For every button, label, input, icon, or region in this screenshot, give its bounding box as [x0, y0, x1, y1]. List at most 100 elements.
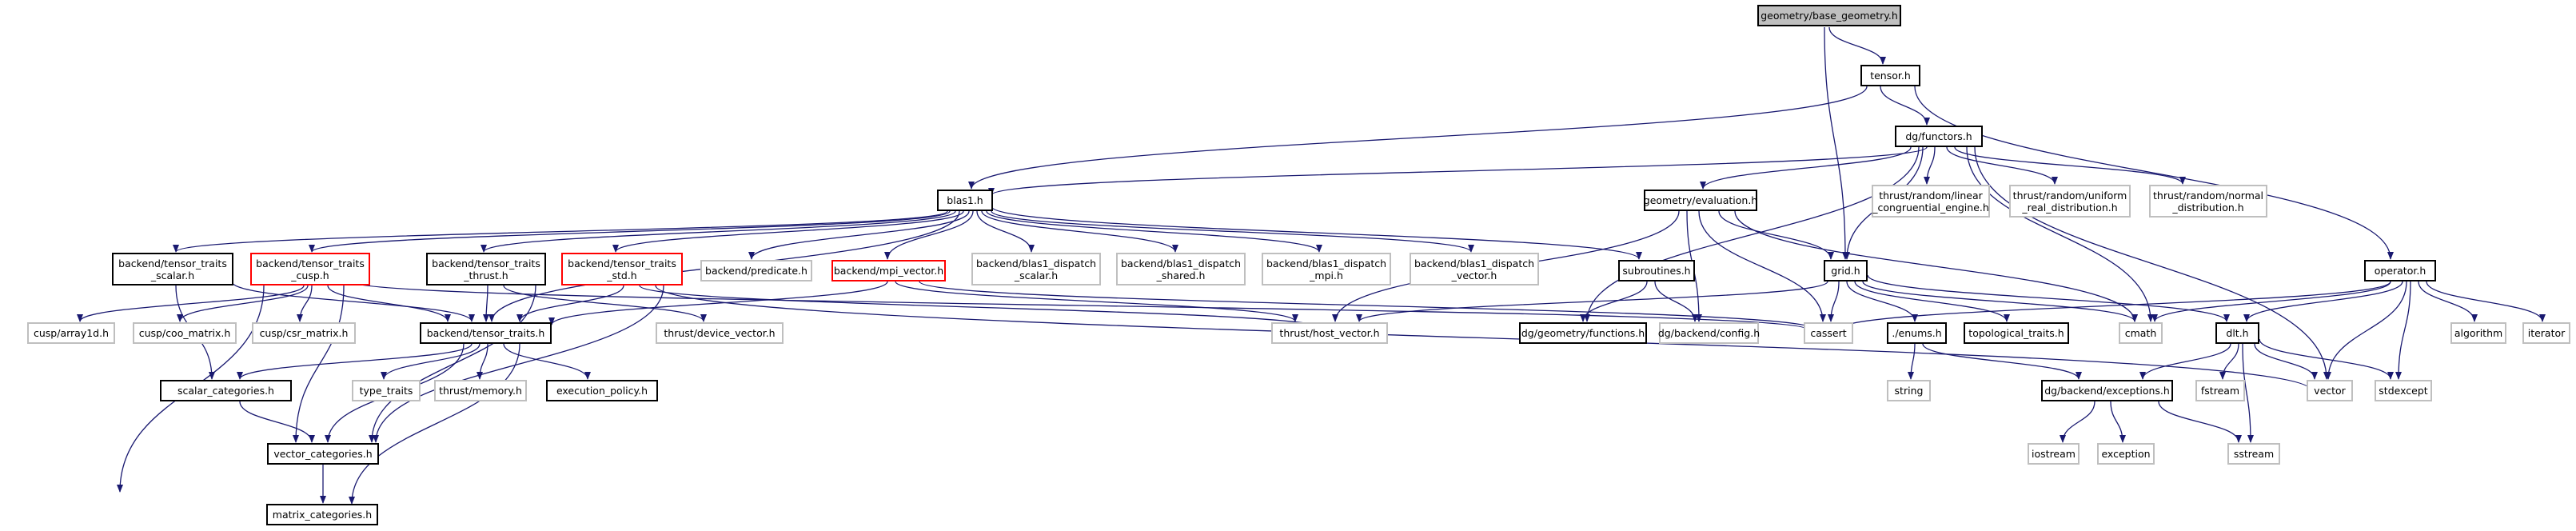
include-edge	[1914, 86, 2394, 260]
include-edge	[516, 285, 624, 322]
node-thrust-host-vector: thrust/host_vector.h	[1271, 322, 1388, 344]
node-algorithm: algorithm	[2450, 322, 2506, 344]
node-blas1-dispatch-vector: backend/blas1_dispatch _vector.h	[1410, 253, 1539, 285]
include-edge	[1828, 26, 1886, 65]
node-blas1-dispatch-shared: backend/blas1_dispatch _shared.h	[1116, 253, 1246, 285]
include-edge	[976, 210, 1035, 253]
node-grid[interactable]: grid.h	[1824, 260, 1868, 281]
include-edge	[297, 285, 313, 322]
node-backend-predicate: backend/predicate.h	[700, 260, 812, 281]
include-edge	[639, 285, 1330, 330]
include-edge	[919, 281, 1818, 330]
include-edge	[503, 285, 707, 322]
node-sstream: sstream	[2227, 443, 2280, 465]
dependency-edges	[77, 26, 2546, 505]
include-edge	[1846, 281, 1918, 322]
include-edge	[1356, 281, 1828, 322]
node-thrust-device-vector: thrust/device_vector.h	[656, 322, 784, 344]
node-geometry-evaluation[interactable]: geometry/evaluation.h	[1644, 190, 1757, 211]
include-edge	[2395, 281, 2411, 380]
node-tensor-traits-cusp[interactable]: backend/tensor_traits _cusp.h	[250, 253, 370, 285]
node-backend-config: dg/backend/config.h	[1658, 322, 1760, 344]
node-execution-policy[interactable]: execution_policy.h	[546, 380, 658, 401]
include-edge	[748, 210, 970, 260]
node-vector-categories[interactable]: vector_categories.h	[267, 443, 379, 465]
include-edge	[2151, 281, 2391, 322]
include-edge	[548, 281, 888, 325]
node-blas1[interactable]: blas1.h	[937, 190, 993, 211]
include-edge	[2426, 281, 2546, 322]
node-cassert: cassert	[1804, 322, 1853, 344]
node-functors[interactable]: dg/functors.h	[1895, 126, 1983, 147]
node-tensor-traits-scalar[interactable]: backend/tensor_traits _scalar.h	[112, 253, 233, 285]
node-tensor-traits-thrust[interactable]: backend/tensor_traits _thrust.h	[426, 253, 546, 285]
node-tensor-traits-std[interactable]: backend/tensor_traits _std.h	[561, 253, 683, 285]
include-edge	[1908, 343, 1916, 380]
include-edge	[1836, 281, 2391, 330]
include-edge	[895, 281, 1298, 322]
node-subroutines[interactable]: subroutines.h	[1618, 260, 1695, 281]
node-type-traits: type_traits	[352, 380, 421, 401]
include-edge	[1718, 210, 1834, 260]
node-tensor[interactable]: tensor.h	[1860, 65, 1920, 86]
node-mpi-vector[interactable]: backend/mpi_vector.h	[831, 260, 946, 281]
node-base-geometry: geometry/base_geometry.h	[1757, 5, 1901, 26]
include-edge	[503, 343, 591, 380]
node-dlt[interactable]: dlt.h	[2215, 322, 2259, 344]
node-tensor-traits[interactable]: backend/tensor_traits.h	[420, 322, 552, 344]
include-edge	[1974, 146, 2330, 380]
include-edge	[2325, 281, 2407, 380]
node-vector: vector	[2307, 380, 2353, 401]
include-edge	[231, 281, 475, 322]
include-edge	[77, 285, 305, 322]
include-edge	[309, 210, 951, 253]
include-edge	[237, 343, 473, 380]
node-matrix-categories[interactable]: matrix_categories.h	[266, 504, 378, 525]
include-edge	[884, 210, 974, 260]
include-edge	[2418, 281, 2478, 322]
node-cusp-array1d: cusp/array1d.h	[27, 322, 115, 344]
node-enums[interactable]: ./enums.h	[1887, 322, 1947, 344]
node-operator[interactable]: operator.h	[2364, 260, 2436, 281]
include-edge	[988, 146, 1928, 196]
include-edge	[2254, 343, 2318, 380]
node-thrust-memory: thrust/memory.h	[434, 380, 527, 401]
include-edge	[2242, 343, 2254, 443]
include-edge	[1867, 274, 2230, 322]
include-edge	[2243, 281, 2403, 322]
include-edge	[1828, 281, 1840, 322]
include-edge	[1854, 281, 2010, 322]
include-edge	[349, 343, 520, 505]
node-geometry-functions[interactable]: dg/geometry/functions.h	[1519, 322, 1647, 344]
include-edge	[1966, 146, 2154, 322]
include-edge	[1698, 210, 1826, 322]
include-edge	[1734, 210, 2138, 322]
node-blas1-dispatch-mpi: backend/blas1_dispatch _mpi.h	[1262, 253, 1391, 285]
node-uniform-real-distribution: thrust/random/uniform _real_distribution…	[2009, 185, 2131, 218]
include-edge	[981, 210, 1178, 253]
include-edge	[481, 210, 956, 253]
node-cusp-csr-matrix: cusp/csr_matrix.h	[252, 322, 356, 344]
node-normal-distribution: thrust/random/normal _distribution.h	[2149, 185, 2267, 218]
include-edge	[173, 210, 948, 253]
include-edge	[369, 285, 536, 443]
node-linear-congruential-engine: thrust/random/linear _congruential_engin…	[1872, 185, 1990, 218]
include-edge	[1946, 146, 2058, 185]
include-edge	[2139, 343, 2231, 380]
node-scalar-categories[interactable]: scalar_categories.h	[160, 380, 292, 401]
include-edge	[1924, 146, 1936, 185]
node-exception: exception	[2097, 443, 2155, 465]
include-edge	[239, 401, 315, 443]
include-edge	[1584, 146, 1920, 322]
node-string: string	[1887, 380, 1931, 401]
node-backend-exceptions[interactable]: dg/backend/exceptions.h	[2041, 380, 2173, 401]
include-edge	[991, 210, 1474, 253]
include-edge	[2110, 401, 2126, 443]
node-cmath: cmath	[2119, 322, 2163, 344]
include-edge	[2060, 401, 2095, 443]
include-edge	[968, 86, 1868, 190]
node-topological-traits[interactable]: topological_traits.h	[1964, 322, 2069, 344]
include-edge	[1880, 86, 1930, 126]
include-edge	[986, 210, 1322, 253]
